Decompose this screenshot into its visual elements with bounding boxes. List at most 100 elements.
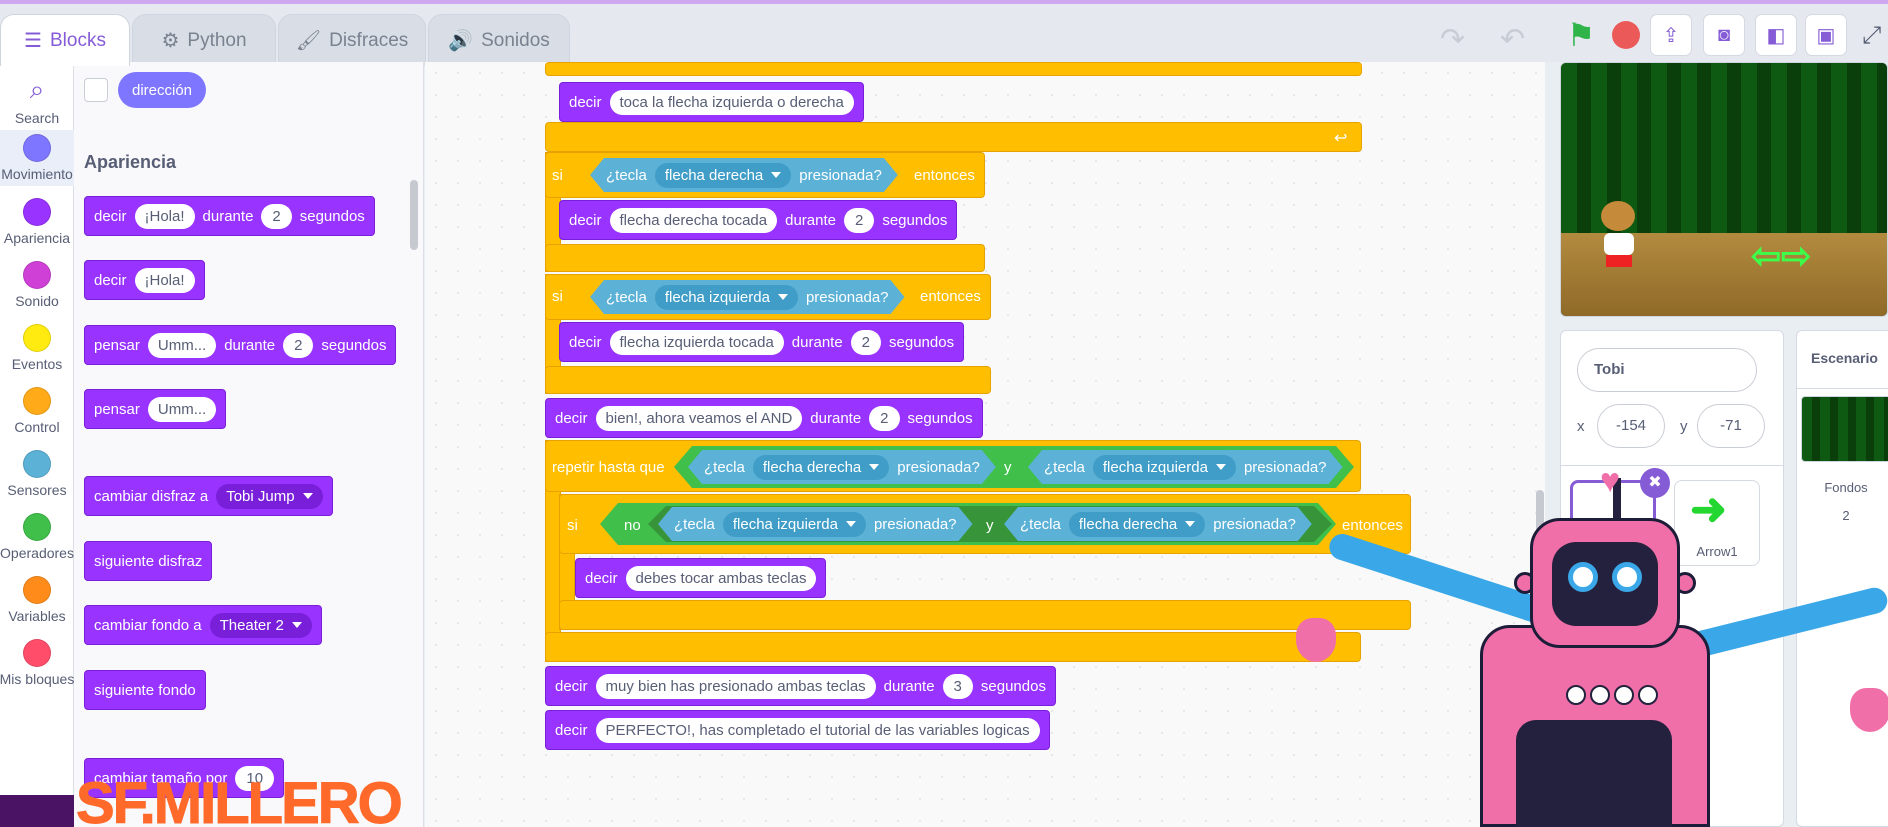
say-for-secs-block[interactable]: decir flecha derecha tocada durante 2 se… [559, 200, 958, 240]
switch-costume-block[interactable]: cambiar disfraz a Tobi Jump [84, 476, 333, 516]
backdrop-dropdown[interactable]: Theater 2 [209, 612, 312, 638]
category-variables[interactable]: Variables [0, 576, 86, 624]
block-input[interactable]: 2 [844, 207, 875, 233]
category-control[interactable]: Control [0, 387, 86, 435]
category-dot [23, 261, 51, 289]
say-block[interactable]: decir PERFECTO!, has completado el tutor… [545, 710, 1050, 750]
key-pressed-block[interactable]: ¿tecla flecha derecha presionada? [688, 450, 996, 484]
block-label: segundos [907, 409, 973, 427]
extension-button[interactable] [0, 795, 74, 827]
category-mis-bloques[interactable]: Mis bloques [0, 639, 86, 687]
say-for-secs-block[interactable]: decir bien!, ahora veamos el AND durante… [545, 398, 983, 438]
key-dropdown[interactable]: flecha izquierda [1093, 455, 1236, 480]
undo-icon[interactable]: ↶ [1500, 23, 1526, 56]
block-input[interactable]: 2 [850, 329, 882, 355]
key-dropdown[interactable]: flecha derecha [655, 163, 791, 188]
block-label: segundos [889, 333, 955, 351]
key-pressed-block[interactable]: ¿tecla flecha derecha presionada? [590, 158, 898, 192]
upload-button[interactable]: ⇪ [1650, 14, 1692, 56]
arrow-sprite-icon[interactable]: ⇦⇨ [1751, 235, 1812, 276]
category-dot [23, 134, 51, 162]
category-operadores[interactable]: Operadores [0, 513, 86, 561]
brush-icon: 🖌 [295, 30, 322, 52]
redo-icon[interactable]: ↷ [1440, 23, 1466, 56]
block-input[interactable]: 2 [261, 203, 292, 229]
category-movimiento[interactable]: Movimiento [0, 130, 86, 186]
costume-dropdown[interactable]: Tobi Jump [216, 483, 323, 509]
think-for-secs-block[interactable]: pensar Umm... durante 2 segundos [84, 325, 397, 365]
category-apariencia[interactable]: Apariencia [0, 198, 86, 246]
block-input[interactable]: bien!, ahora veamos el AND [595, 405, 803, 431]
block-label: decir [555, 677, 588, 695]
category-sensores[interactable]: Sensores [0, 450, 86, 498]
say-block[interactable]: decir debes tocar ambas teclas [575, 558, 827, 598]
say-block[interactable]: decir toca la flecha izquierda o derecha [559, 82, 864, 122]
block-input[interactable]: ¡Hola! [134, 267, 195, 293]
tab-blocks[interactable]: ☰ Blocks [0, 14, 130, 66]
fullscreen-icon[interactable]: ⤢ [1862, 22, 1882, 49]
block-label: ¿tecla [606, 288, 647, 306]
block-input[interactable]: 10 [235, 765, 275, 791]
reporter-checkbox[interactable] [84, 78, 108, 102]
block-input[interactable]: flecha derecha tocada [609, 207, 778, 233]
sprite-body [1604, 233, 1634, 255]
block-input[interactable]: ¡Hola! [134, 203, 195, 229]
block-input[interactable]: 2 [283, 332, 314, 358]
small-stage-button[interactable]: ◧ [1755, 14, 1797, 56]
block-input[interactable]: PERFECTO!, has completado el tutorial de… [595, 717, 1040, 743]
block-input[interactable]: Umm... [147, 396, 217, 422]
say-for-secs-block[interactable]: decir flecha izquierda tocada durante 2 … [559, 322, 965, 362]
block-input[interactable]: toca la flecha izquierda o derecha [609, 89, 854, 115]
say-for-secs-block[interactable]: decir ¡Hola! durante 2 segundos [84, 196, 375, 236]
tab-sonidos[interactable]: 🔊 Sonidos [428, 14, 570, 66]
key-dropdown[interactable]: flecha derecha [1069, 512, 1205, 537]
switch-backdrop-block[interactable]: cambiar fondo a Theater 2 [84, 605, 322, 645]
say-block[interactable]: decir ¡Hola! [84, 260, 205, 300]
palette-scrollbar[interactable] [410, 180, 418, 250]
sprite-head [1601, 201, 1635, 231]
tab-disfraces[interactable]: 🖌 Disfraces [278, 14, 426, 66]
block-input[interactable]: muy bien has presionado ambas teclas [595, 673, 876, 699]
sprite-name-field[interactable]: Tobi [1577, 348, 1757, 392]
block-input[interactable]: Umm... [147, 332, 217, 358]
category-sonido[interactable]: Sonido [0, 261, 86, 309]
key-dropdown[interactable]: flecha izquierda [655, 285, 798, 310]
key-pressed-block[interactable]: ¿tecla flecha derecha presionada? [1004, 507, 1312, 541]
category-search[interactable]: ⌕ Search [0, 74, 86, 126]
y-field[interactable]: -71 [1697, 404, 1765, 448]
camera-icon: ◙ [1717, 23, 1731, 46]
block-label: durante [810, 409, 862, 427]
tobi-sprite[interactable] [1601, 201, 1637, 267]
key-dropdown[interactable]: flecha izquierda [723, 512, 866, 537]
screenshot-button[interactable]: ◙ [1703, 14, 1745, 56]
stop-icon[interactable] [1612, 21, 1640, 49]
block-input[interactable]: flecha izquierda tocada [609, 329, 784, 355]
block-label: segundos [299, 207, 365, 225]
change-size-block[interactable]: cambiar tamaño por 10 [84, 758, 285, 798]
backdrop-thumbnail[interactable] [1801, 396, 1888, 462]
think-block[interactable]: pensar Umm... [84, 389, 227, 429]
green-flag-icon[interactable]: ⚑ [1566, 17, 1596, 53]
key-pressed-block[interactable]: ¿tecla flecha izquierda presionada? [590, 280, 905, 314]
block-input[interactable]: debes tocar ambas teclas [625, 565, 817, 591]
x-field[interactable]: -154 [1597, 404, 1665, 448]
workspace-scrollbar[interactable] [1536, 490, 1544, 550]
key-dropdown[interactable]: flecha derecha [753, 455, 889, 480]
block-input[interactable]: 2 [869, 405, 900, 431]
block-input[interactable]: 3 [942, 673, 973, 699]
category-eventos[interactable]: Eventos [0, 324, 86, 372]
backdrops-count: 2 [1842, 508, 1850, 523]
stage[interactable]: ⇦⇨ [1560, 62, 1888, 317]
sprite-thumb-arrow1[interactable] [1674, 480, 1760, 566]
tab-python[interactable]: ⚙ Python [132, 14, 276, 66]
next-costume-block[interactable]: siguiente disfraz [84, 541, 213, 581]
large-stage-button[interactable]: ▣ [1805, 14, 1847, 56]
key-pressed-block[interactable]: ¿tecla flecha izquierda presionada? [658, 507, 973, 541]
delete-sprite-icon[interactable]: ✖ [1640, 468, 1670, 498]
direction-reporter-block[interactable]: dirección [118, 72, 207, 108]
next-backdrop-block[interactable]: siguiente fondo [84, 670, 206, 710]
key-pressed-block[interactable]: ¿tecla flecha izquierda presionada? [1028, 450, 1343, 484]
say-for-secs-block[interactable]: decir muy bien has presionado ambas tecl… [545, 666, 1056, 706]
block-palette [74, 62, 424, 827]
category-dot [23, 639, 51, 667]
